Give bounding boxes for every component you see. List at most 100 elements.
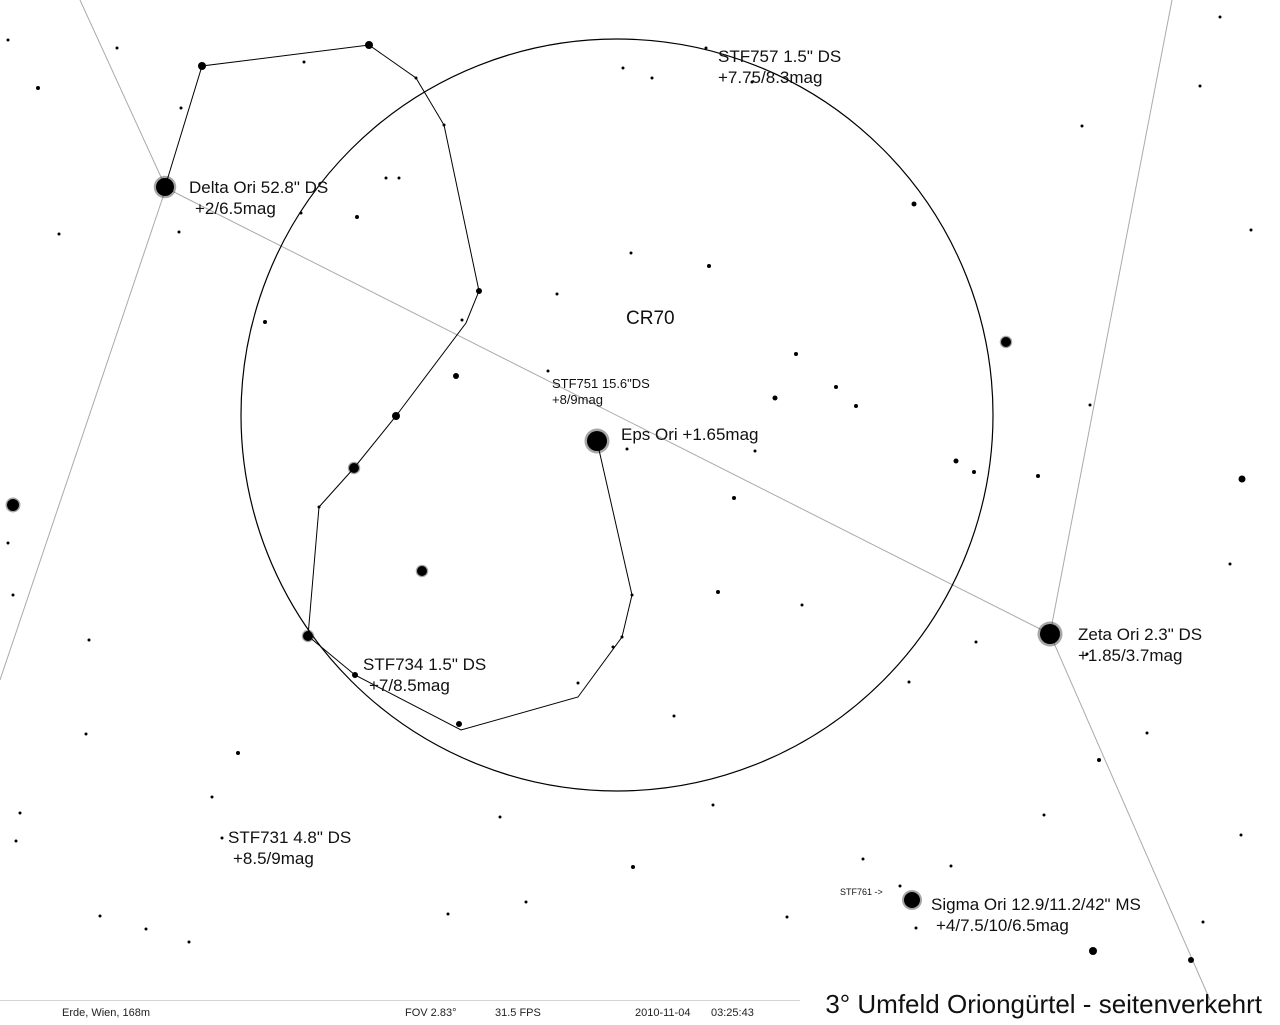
star[interactable] [84,732,88,736]
star[interactable] [800,603,804,607]
star[interactable] [546,369,550,373]
star[interactable] [1239,833,1243,837]
star[interactable] [236,751,240,755]
star[interactable] [417,566,427,576]
star[interactable] [355,215,359,219]
star[interactable] [476,288,482,294]
star[interactable] [456,721,462,727]
star[interactable] [834,385,838,389]
star[interactable] [753,449,757,453]
star[interactable] [750,80,754,84]
star[interactable] [576,681,580,685]
star[interactable] [177,230,181,234]
star[interactable] [1198,84,1202,88]
star[interactable] [630,593,634,597]
star[interactable] [1042,813,1046,817]
star[interactable] [898,884,902,888]
star[interactable] [974,640,978,644]
star[interactable] [317,505,321,509]
star[interactable] [299,211,303,215]
star[interactable] [460,318,464,322]
star[interactable] [446,912,450,916]
star[interactable] [349,463,359,473]
star[interactable] [57,232,61,236]
star-delta-ori[interactable] [156,178,174,196]
star[interactable] [144,927,148,931]
star[interactable] [1201,920,1205,924]
star[interactable] [949,864,953,868]
star[interactable] [11,593,15,597]
star[interactable] [854,404,858,408]
star[interactable] [1188,957,1194,963]
star[interactable] [907,680,911,684]
star[interactable] [672,714,676,718]
status-fps: 31.5 FPS [495,1007,541,1019]
star[interactable] [87,638,91,642]
star[interactable] [6,541,10,545]
star[interactable] [914,926,918,930]
page-title: 3° Umfeld Oriongürtel - seitenverkehrt [825,989,1262,1019]
star[interactable] [524,900,528,904]
star[interactable] [911,201,917,207]
star[interactable] [6,38,10,42]
star[interactable] [263,320,267,324]
star[interactable] [210,795,214,799]
star[interactable] [384,176,388,180]
star[interactable] [498,815,502,819]
star[interactable] [115,46,119,50]
star[interactable] [707,264,711,268]
star[interactable] [1249,228,1253,232]
star[interactable] [629,251,633,255]
star[interactable] [7,499,19,511]
star[interactable] [772,395,778,401]
star[interactable] [414,76,418,80]
star[interactable] [953,458,959,464]
star[interactable] [302,60,306,64]
star[interactable] [365,41,373,49]
star[interactable] [711,803,715,807]
star[interactable] [1238,475,1246,483]
star[interactable] [1089,947,1097,955]
star[interactable] [1097,758,1101,762]
star[interactable] [794,352,798,356]
star[interactable] [179,106,183,110]
star-sigma-ori[interactable] [904,892,920,908]
star[interactable] [1145,731,1149,735]
star[interactable] [1001,337,1011,347]
star[interactable] [732,496,736,500]
star[interactable] [704,46,708,50]
star[interactable] [303,631,313,641]
star[interactable] [631,865,635,869]
star[interactable] [198,62,206,70]
star[interactable] [18,811,22,815]
star[interactable] [625,447,629,451]
star-eps-ori[interactable] [587,431,607,451]
star[interactable] [98,914,102,918]
star[interactable] [555,292,559,296]
star[interactable] [1228,562,1232,566]
star[interactable] [36,86,40,90]
star[interactable] [972,470,976,474]
star[interactable] [392,412,400,420]
star[interactable] [442,123,446,127]
star[interactable] [1036,474,1040,478]
star[interactable] [861,857,865,861]
star[interactable] [716,590,720,594]
star[interactable] [352,672,358,678]
star[interactable] [650,76,654,80]
star[interactable] [14,839,18,843]
star[interactable] [187,940,191,944]
star[interactable] [1088,403,1092,407]
star[interactable] [1218,15,1222,19]
star[interactable] [1080,124,1084,128]
star[interactable] [621,66,625,70]
star-zeta-ori[interactable] [1040,624,1060,644]
star[interactable] [453,373,459,379]
star[interactable] [611,645,615,649]
star[interactable] [1085,652,1089,656]
star[interactable] [785,915,789,919]
star[interactable] [620,635,624,639]
star[interactable] [220,836,224,840]
star[interactable] [397,176,401,180]
